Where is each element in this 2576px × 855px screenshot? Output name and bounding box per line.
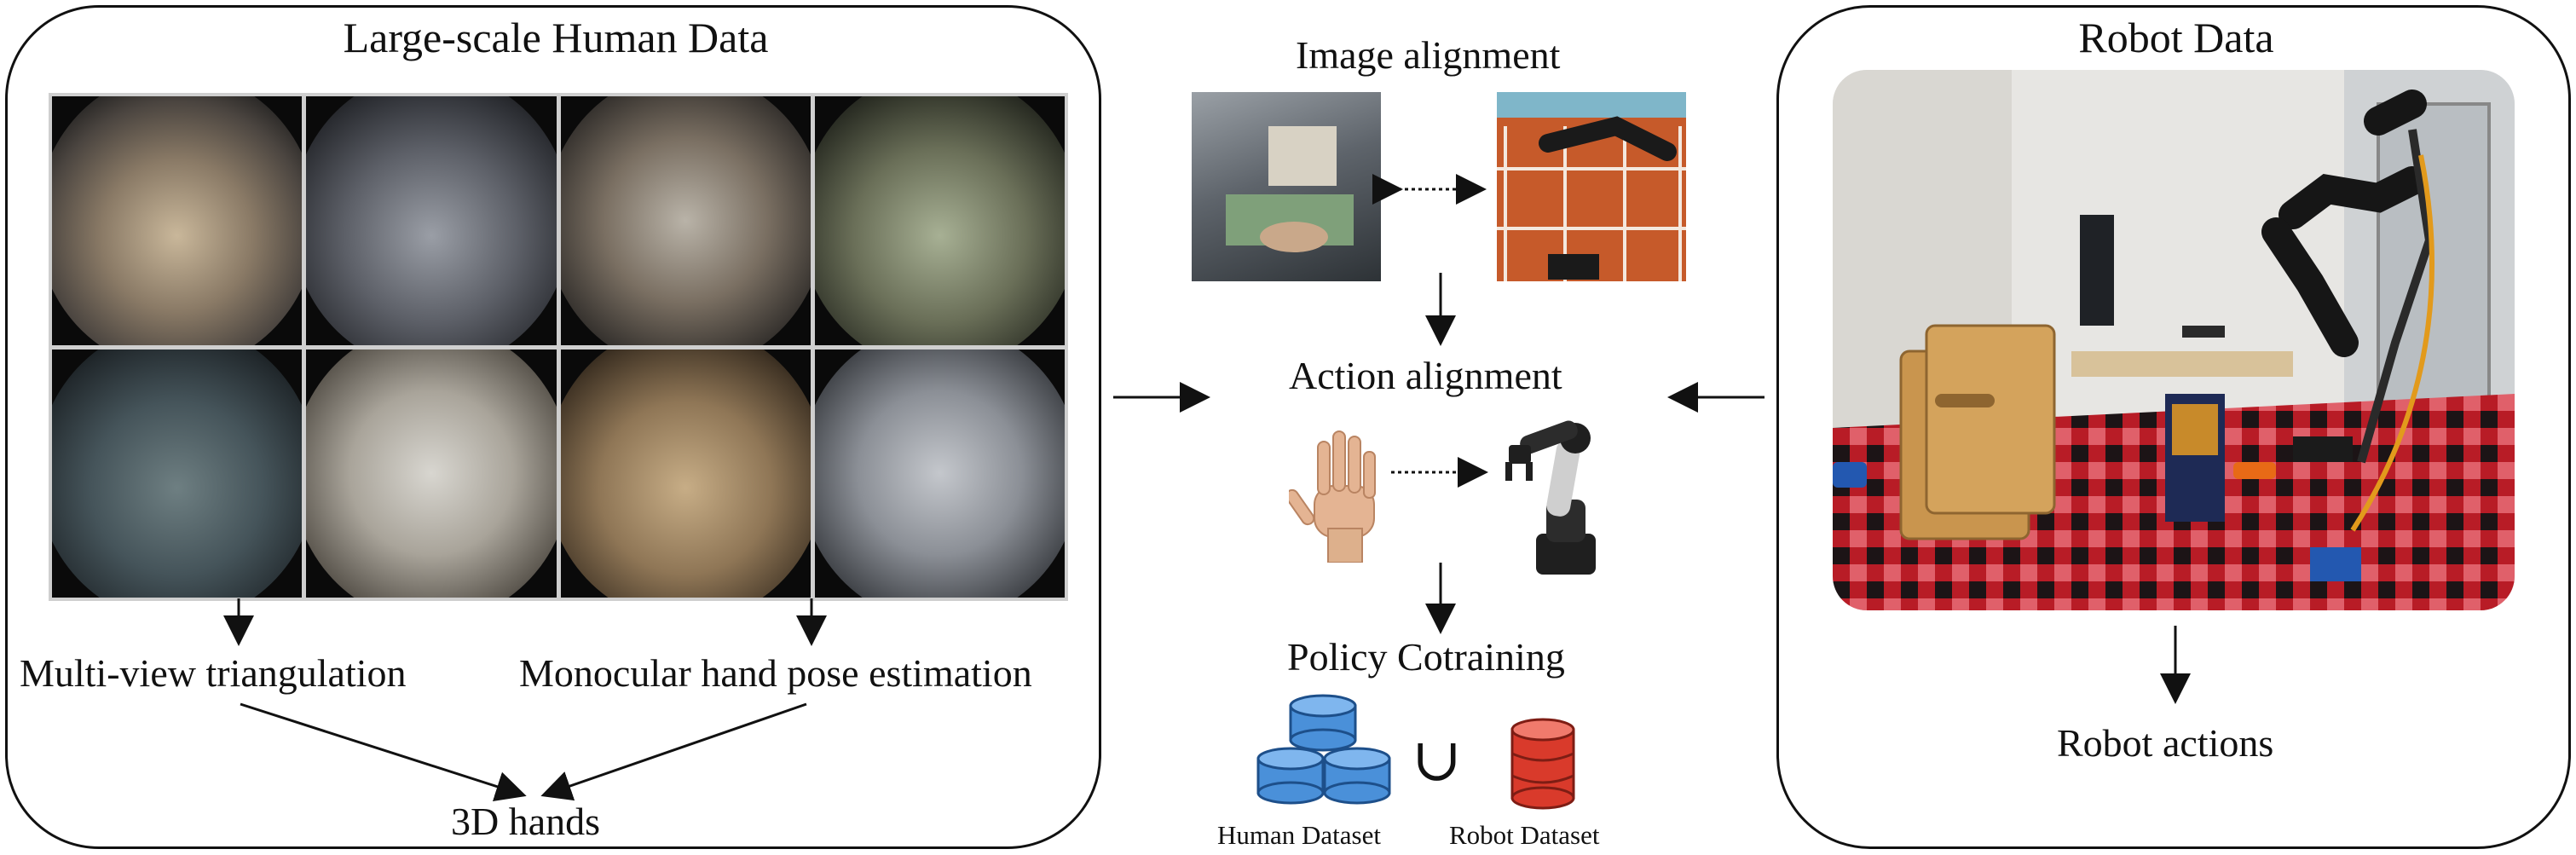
egocentric-frame xyxy=(814,349,1065,598)
robot-view-image xyxy=(1497,92,1686,281)
3d-hands-label: 3D hands xyxy=(451,800,601,843)
egocentric-frame xyxy=(306,96,557,345)
multi-view-triangulation-label: Multi-view triangulation xyxy=(20,651,407,695)
egocentric-image-grid xyxy=(49,93,1068,601)
robot-dataset-db-icon xyxy=(1510,718,1575,810)
human-hand-icon xyxy=(1289,430,1376,563)
robot-dataset-label: Robot Dataset xyxy=(1449,820,1600,850)
egocentric-frame xyxy=(52,96,303,345)
egocentric-frame xyxy=(306,349,557,598)
egocentric-frame xyxy=(52,349,303,598)
egocentric-frame xyxy=(560,349,811,598)
image-alignment-label: Image alignment xyxy=(1296,33,1561,77)
robot-photo xyxy=(1833,70,2515,610)
union-symbol: ∪ xyxy=(1412,728,1462,794)
human-data-title: Large-scale Human Data xyxy=(343,14,769,61)
robot-arm-icon xyxy=(1505,420,1596,575)
human-data-panel: Large-scale Human Data Multi-view triang… xyxy=(5,5,1101,849)
robot-actions-label: Robot actions xyxy=(2057,721,2274,765)
human-dataset-label: Human Dataset xyxy=(1217,820,1381,850)
human-dataset-db-icon xyxy=(1256,694,1391,805)
action-alignment-label: Action alignment xyxy=(1289,354,1562,397)
egocentric-frame xyxy=(560,96,811,345)
human-view-image xyxy=(1192,92,1381,281)
robot-data-title: Robot Data xyxy=(2078,14,2274,61)
monocular-pose-label: Monocular hand pose estimation xyxy=(519,651,1032,695)
policy-cotraining-label: Policy Cotraining xyxy=(1287,635,1565,679)
egocentric-frame xyxy=(814,96,1065,345)
robot-photo-illustration xyxy=(1833,70,2515,610)
